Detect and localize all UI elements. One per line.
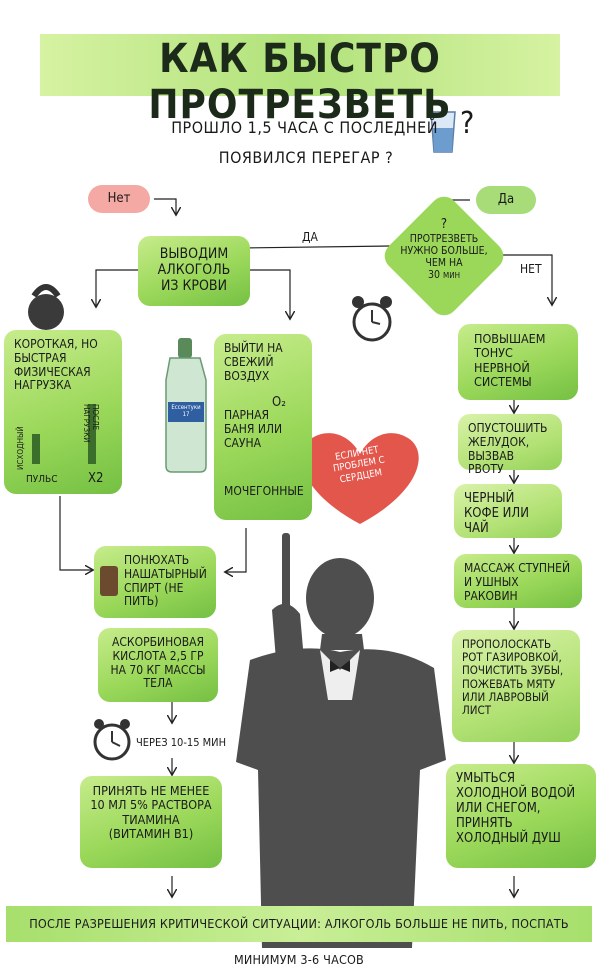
pulse-bar-before: [32, 434, 40, 464]
o2-label: O₂: [272, 395, 286, 410]
title-highlight: [40, 34, 560, 96]
decision-unit: мин: [443, 271, 461, 281]
arrow-outside-ammonia: [226, 528, 247, 572]
arrow-decision-yes: [240, 246, 391, 248]
heart-shape: [301, 433, 419, 524]
pulse-bar-after: [88, 404, 96, 464]
arrow-no: [154, 198, 176, 214]
decision-diamond: [384, 196, 504, 316]
alarm-clock-icon: [352, 296, 392, 342]
ascorbic-box: Аскорбиновая кислота 2,5 гр на 70 кг мас…: [98, 628, 218, 702]
remove-alcohol-box: Выводим алкоголь из крови: [138, 236, 250, 306]
right-step-1: Повышаем тонус нервной системы: [458, 324, 578, 400]
exercise-times-label: x2: [88, 471, 104, 486]
spy-silhouette: [236, 533, 446, 948]
after-time-label: Через 10-15 мин: [136, 736, 227, 749]
footer-note: После разрешения критической ситуации: а…: [6, 906, 592, 967]
exercise-box: Короткая, но быстрая физическая нагрузка…: [4, 330, 122, 494]
decision-value: 30 мин: [398, 269, 490, 281]
right-step-2: Опустошить желудок, вызвав рвоту: [458, 414, 562, 476]
label-no: Нет: [520, 262, 542, 276]
arrow-to-outside: [250, 269, 290, 318]
exercise-before-label: исходный: [16, 426, 25, 470]
kettlebell-icon: [28, 284, 64, 330]
ammonia-box: Понюхать нашатырный спирт (не пить): [94, 546, 216, 618]
flow-connectors: [28, 111, 600, 948]
answer-no-pill: Нет: [88, 185, 150, 213]
thiamine-box: Принять не менее 10 мл 5% раствора тиами…: [80, 776, 222, 868]
bottle-icon: [165, 338, 207, 473]
question-mark: ?: [460, 106, 475, 141]
bottle-label: Ессентуки 17: [171, 404, 201, 418]
right-step-5: Прополоскать рот газировкой, почистить з…: [452, 630, 580, 742]
question-line1: Прошло 1,5 часа с последней: [171, 118, 438, 137]
arrow-decision-no: [492, 254, 552, 304]
arrow-to-exercise: [96, 269, 140, 306]
alarm-clock-icon-small: [93, 719, 131, 761]
outside-box: Выйти на свежий воздух O₂ Парная баня ил…: [214, 334, 312, 520]
decision-minutes: 30: [427, 269, 440, 282]
ammonia-bottle-icon: [100, 566, 118, 596]
outside-fresh-air: Выйти на свежий воздух: [224, 341, 283, 383]
outside-diuretics: Мочегонные: [224, 483, 304, 498]
decision-question: ?: [440, 217, 448, 232]
outside-sauna: Парная баня или сауна: [224, 408, 283, 450]
label-yes: Да: [302, 230, 318, 244]
page-title: Как быстро протрезветь: [148, 36, 452, 128]
answer-yes-pill: Да: [476, 186, 536, 214]
right-step-3: Черный кофе или чай: [454, 484, 562, 538]
question-line2: появился перегар ?: [218, 148, 394, 167]
exercise-pulse-label: пульс: [26, 474, 58, 485]
right-step-6: Умыться холодной водой или снегом, приня…: [446, 764, 596, 868]
ammonia-text: Понюхать нашатырный спирт (не пить): [124, 553, 207, 609]
decision-text: ? Протрезветь нужно больше, чем на 30 ми…: [398, 217, 490, 281]
arrow-exercise-ammonia: [59, 496, 92, 570]
exercise-after-label: после нагрузки: [81, 404, 100, 443]
glass-icon: [430, 111, 456, 153]
decision-condition: Протрезветь нужно больше, чем на: [400, 232, 488, 270]
exercise-text: Короткая, но быстрая физическая нагрузка: [14, 337, 98, 393]
right-step-4: Массаж ступней и ушных раковин: [454, 554, 582, 608]
